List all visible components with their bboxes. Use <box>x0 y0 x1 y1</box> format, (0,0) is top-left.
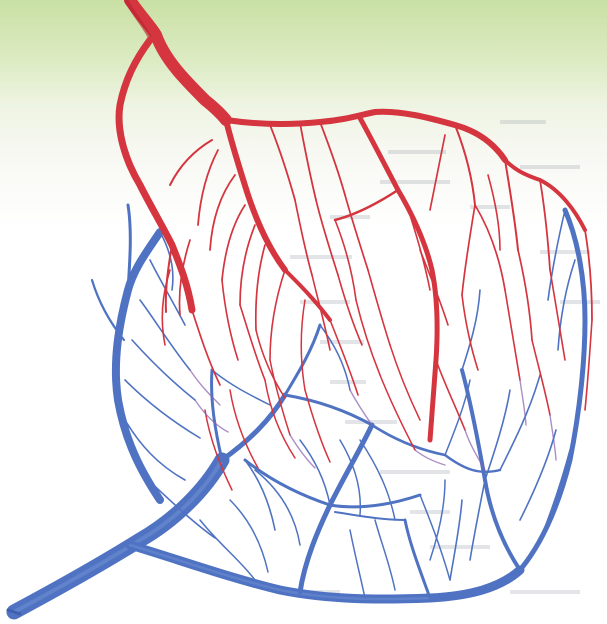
capillary-junctions <box>190 370 556 470</box>
venous-network <box>8 205 585 614</box>
